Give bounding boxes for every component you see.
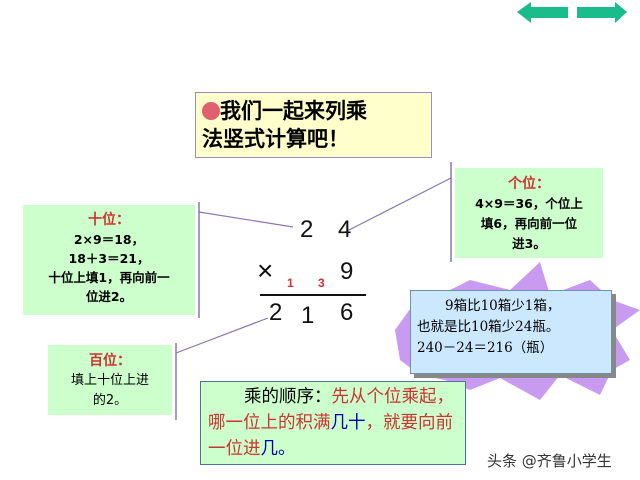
tens-title: 十位：	[88, 212, 130, 228]
multiplier-digit: 9	[340, 258, 354, 285]
title-box: 我们一起来列乘 法竖式计算吧！	[195, 92, 432, 158]
rule-label: 乘的顺序：	[244, 387, 332, 407]
tens-line: 十位上填1，再向前一	[48, 270, 170, 285]
hint-box: 9箱比10箱少1箱， 也就是比10箱少24瓶。 240－24＝216（瓶）	[410, 290, 612, 374]
rule-highlight: 几十	[330, 413, 366, 433]
carry-digit: 1	[287, 276, 294, 290]
tens-line: 2×9＝18，	[73, 232, 145, 247]
arrow-left-icon[interactable]	[517, 2, 568, 23]
rule-text: ，就要向前一位进	[208, 413, 453, 459]
ones-box: 个位： 4×9＝36，个位上 填6，再向前一位 进3。	[455, 168, 603, 258]
tens-line: 位进2。	[85, 289, 133, 304]
times-sign: ×	[257, 255, 274, 286]
hundreds-title: 百位：	[89, 353, 131, 369]
rule-text: 先从个位乘起，哪一位上的积满	[208, 387, 454, 433]
tens-line: 18＋3＝21，	[68, 251, 150, 266]
title-line-1: 我们一起来列乘	[220, 99, 367, 123]
rule-end: 。	[278, 439, 296, 459]
hundreds-box: 百位： 填上十位上进 的2。	[48, 345, 172, 415]
result-digit: 2	[269, 299, 283, 326]
hint-line: 也就是比10箱少24瓶。	[417, 319, 560, 335]
hundreds-line: 的2。	[92, 393, 128, 408]
hundreds-line: 填上十位上进	[70, 373, 149, 388]
rule-box: 乘的顺序：先从个位乘起，哪一位上的积满几十，就要向前一位进几。	[200, 381, 466, 465]
ones-line: 进3。	[512, 236, 546, 251]
result-digit: 6	[340, 299, 354, 326]
bullet-icon	[202, 102, 220, 120]
result-digit: 1	[301, 302, 315, 329]
ones-title: 个位：	[508, 176, 550, 192]
watermark: 头条 @齐鲁小学生	[487, 452, 612, 470]
hint-line: 9箱比10箱少1箱，	[445, 298, 561, 314]
tens-box: 十位： 2×9＝18， 18＋3＝21， 十位上填1，再向前一 位进2。	[23, 205, 195, 315]
arrow-right-icon[interactable]	[577, 2, 627, 23]
ones-line: 4×9＝36，个位上	[475, 196, 583, 211]
title-line-2: 法竖式计算吧！	[202, 127, 349, 151]
rule-highlight: 几	[260, 439, 279, 459]
hint-line: 240－24＝216（瓶）	[417, 340, 554, 356]
carry-digit: 3	[318, 276, 325, 290]
multiplicand-digit: 4	[338, 216, 352, 243]
multiplicand-digit: 2	[300, 216, 314, 243]
ones-line: 填6，再向前一位	[480, 216, 578, 231]
